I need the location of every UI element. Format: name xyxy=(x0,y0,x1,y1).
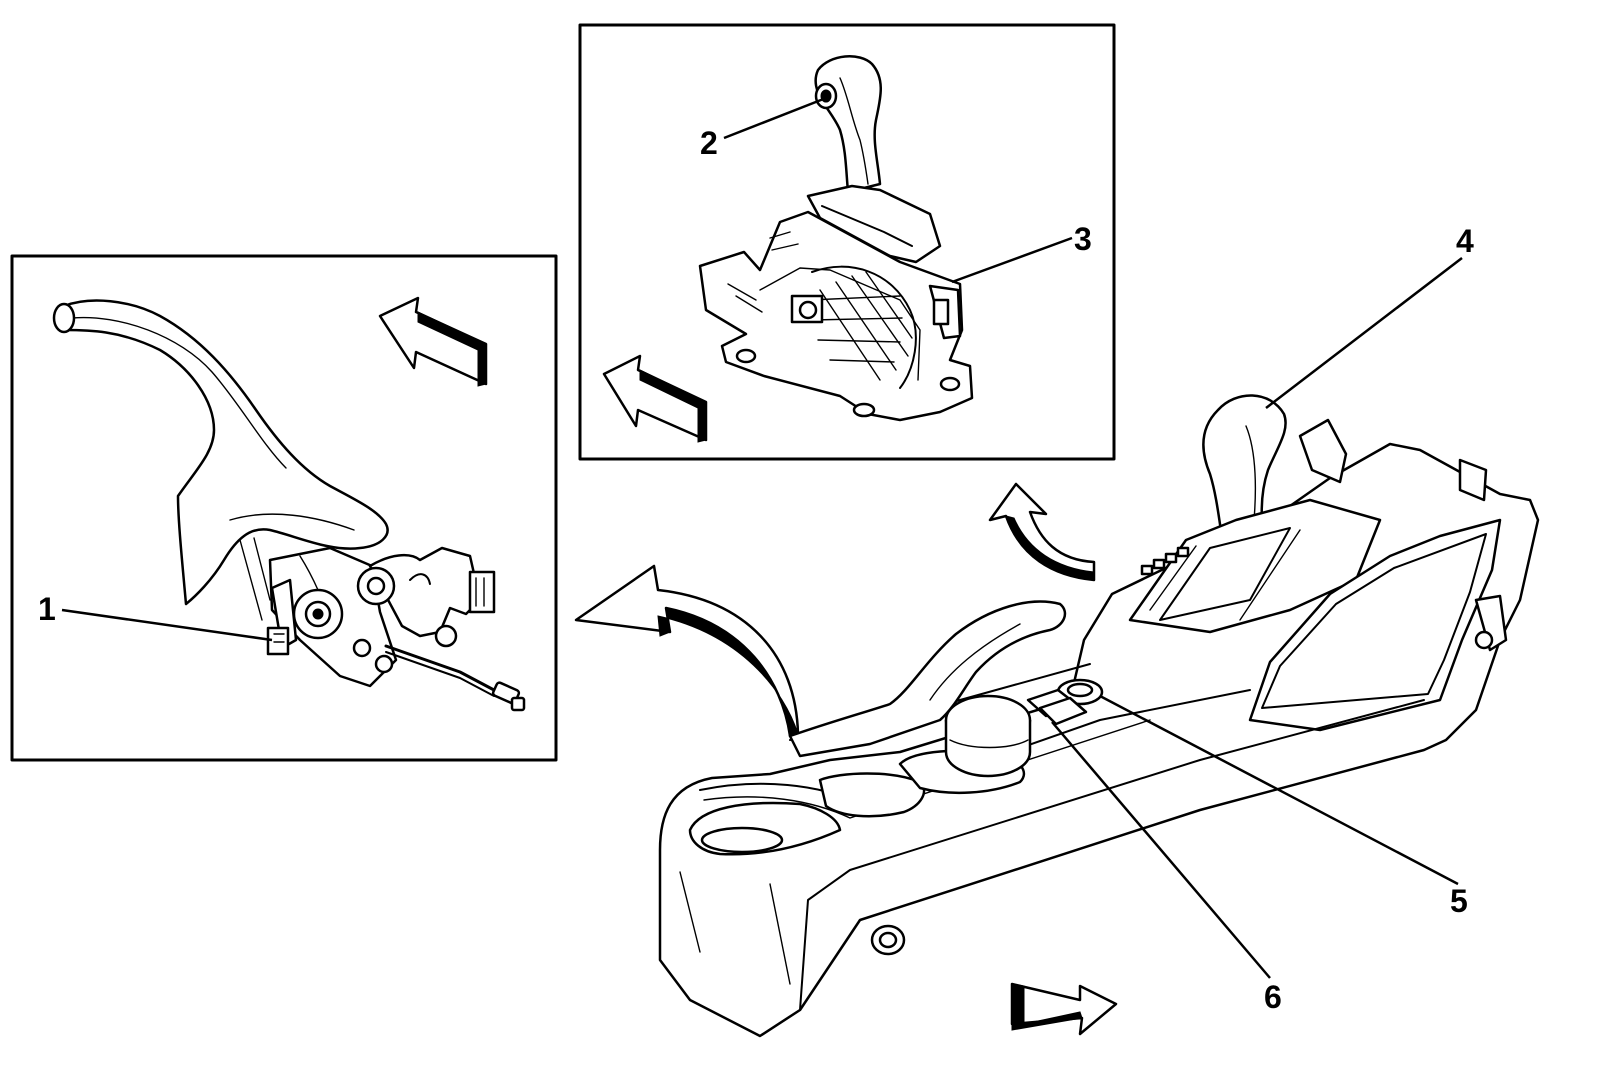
direction-arrow-main xyxy=(1010,982,1118,1036)
svg-text:2: 2 xyxy=(700,125,718,161)
park-brake-lever-drawing xyxy=(52,299,526,712)
removal-arrow-to-shifter xyxy=(988,482,1096,582)
direction-arrow-park-brake xyxy=(378,296,488,387)
callout-4: 4 xyxy=(1265,223,1474,409)
svg-text:5: 5 xyxy=(1450,883,1468,919)
floor-console-drawing xyxy=(658,394,1540,1038)
shifter-assembly-drawing xyxy=(698,55,974,422)
shifter-gate-ribs xyxy=(790,265,917,389)
direction-arrow-shifter xyxy=(602,354,708,443)
svg-text:1: 1 xyxy=(38,591,56,627)
callout-2: 2 xyxy=(700,96,827,161)
callout-1: 1 xyxy=(38,591,273,642)
callout-5: 5 xyxy=(1099,694,1468,919)
svg-text:3: 3 xyxy=(1074,221,1092,257)
svg-text:6: 6 xyxy=(1264,979,1282,1015)
callout-3: 3 xyxy=(951,221,1092,284)
removal-arrow-to-park-brake xyxy=(574,564,800,738)
svg-text:4: 4 xyxy=(1456,223,1474,259)
inset-frame-park-brake xyxy=(10,254,558,762)
inset-frame-shifter xyxy=(578,23,1116,461)
callout-6: 6 xyxy=(1051,721,1282,1015)
